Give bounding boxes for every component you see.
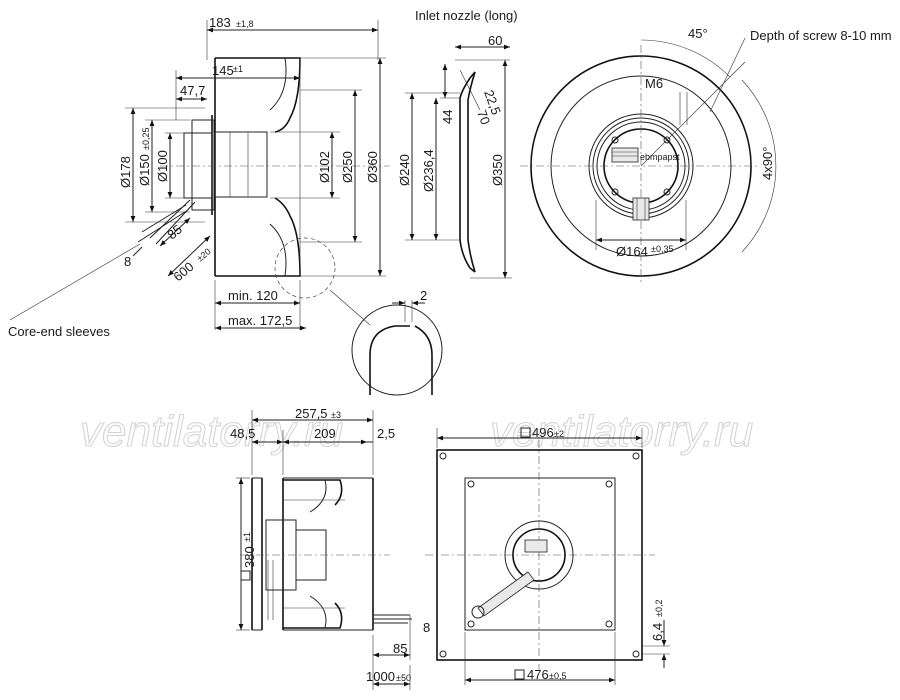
dim-detail-2: 2: [420, 288, 427, 303]
dim-d164-tol: ±0,35: [651, 244, 673, 254]
dim-cable-600-tol: ±20: [195, 246, 213, 263]
dim-2-5: 2,5: [377, 426, 395, 441]
dim-m6: M6: [645, 76, 663, 91]
brand-mark: ebmpapst: [640, 152, 680, 162]
watermark-right: ventilatorry.ru: [490, 407, 753, 456]
dim-module-cable-1000-tol: ±50: [396, 673, 411, 683]
dim-d236: Ø236,4: [421, 149, 436, 192]
dim-min-120: min. 120: [228, 288, 278, 303]
dim-d360: Ø360: [365, 151, 380, 183]
dim-module-cable-85: 85: [393, 641, 407, 656]
dim-183: 183: [209, 15, 231, 30]
dim-sq-476-tol: ±0,5: [549, 671, 566, 681]
dim-d250: Ø250: [340, 151, 355, 183]
dim-145-tol: ±1: [233, 64, 243, 74]
dim-145: 145: [212, 63, 234, 78]
dim-d240: Ø240: [397, 154, 412, 186]
detail-circle: [274, 237, 336, 299]
dim-d178: Ø178: [118, 156, 133, 188]
dim-d164: Ø164: [616, 244, 648, 259]
dim-257-5-tol: ±3: [331, 410, 341, 420]
dim-cable-600: 600: [170, 259, 196, 284]
dim-cable-8: 8: [124, 254, 131, 269]
dim-sq-496-tol: ±2: [554, 429, 564, 439]
dim-47-7: 47,7: [180, 83, 205, 98]
dim-44: 44: [440, 110, 455, 124]
dim-d350: Ø350: [490, 154, 505, 186]
dim-209: 209: [314, 426, 336, 441]
dim-sq-380: 380: [242, 546, 257, 568]
inlet-nozzle-view: Inlet nozzle (long) 60 22,5 70 44 Ø240 Ø…: [329, 8, 518, 396]
label-core-end-sleeves: Core-end sleeves: [8, 324, 110, 339]
dim-70: 70: [474, 108, 493, 127]
dim-6-4: 6,4: [650, 623, 665, 641]
watermark-left: ventilatorry.ru: [80, 407, 343, 456]
label-depth-of-screw: Depth of screw 8-10 mm: [750, 28, 892, 43]
dim-sq-476: 476: [527, 667, 549, 682]
dim-6-4-tol: ±0,2: [654, 600, 664, 617]
fan-front-view: ebmpapst 45° Depth of screw 8-10 mm M6 4…: [520, 26, 892, 285]
dim-183-tol: ±1,8: [236, 19, 253, 29]
dim-48-5: 48,5: [230, 426, 255, 441]
fan-side-view: 183 ±1,8 145 ±1 47,7 Ø178 Ø150 ±0,25 Ø10…: [8, 15, 390, 339]
module-side-view: 257,5 ±3 48,5 209 2,5 380 ±1 8 85 1000 ±…: [230, 406, 430, 690]
dim-module-cable-8: 8: [423, 620, 430, 635]
dim-257-5: 257,5: [295, 406, 328, 421]
dim-angle-45: 45°: [688, 26, 708, 41]
dim-d150-tol: ±0,25: [141, 128, 151, 150]
dim-d102: Ø102: [317, 151, 332, 183]
dim-d100: Ø100: [155, 150, 170, 182]
dim-d150: Ø150: [137, 154, 152, 186]
dim-sq-380-tol: ±1: [242, 532, 252, 542]
label-inlet-nozzle: Inlet nozzle (long): [415, 8, 518, 23]
module-front-view: 496 ±2 476 ±0,5 6,4 ±0,2: [425, 425, 670, 685]
dim-module-cable-1000: 1000: [366, 669, 395, 684]
dim-max-172: max. 172,5: [228, 313, 292, 328]
dim-4x90: 4x90°: [760, 147, 775, 180]
dim-60: 60: [488, 33, 502, 48]
detail-enlargement: [351, 304, 443, 396]
dim-sq-496: 496: [532, 425, 554, 440]
